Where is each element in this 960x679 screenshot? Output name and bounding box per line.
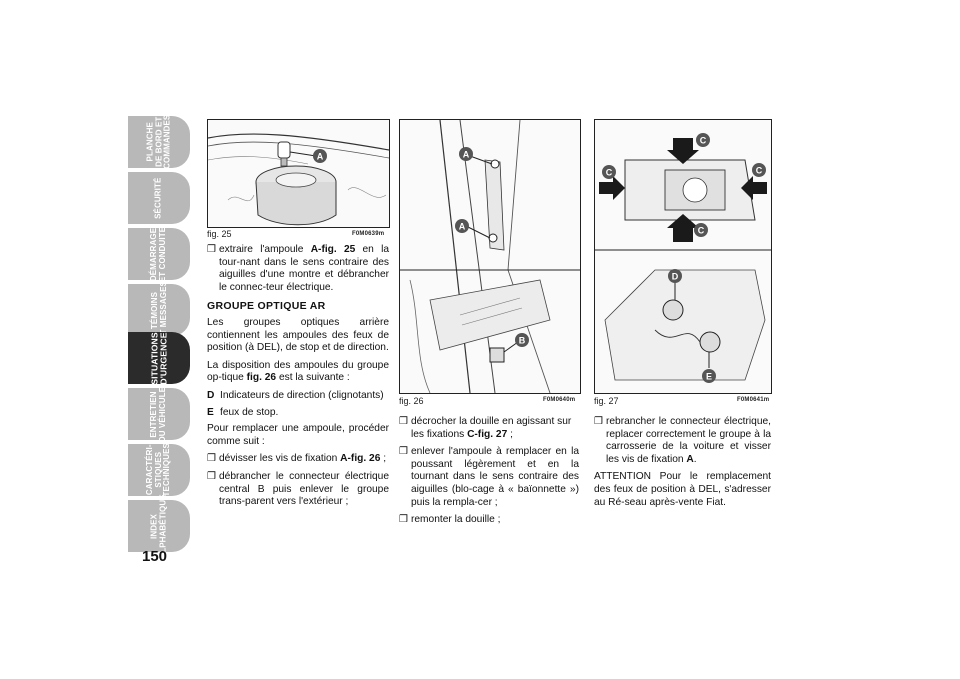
callout-c-top: C [700, 136, 707, 146]
instruction-step: ❒ remonter la douille ; [399, 514, 579, 527]
checkbox-bullet-icon: ❒ [207, 453, 216, 465]
tab-situations-urgence[interactable]: SITUATIONS D'URGENCE [128, 332, 190, 384]
legend-text: feux de stop. [220, 406, 279, 418]
legend-key: E [207, 406, 214, 418]
text-column-2: ❒ décrocher la douille en agissant sur l… [399, 416, 579, 532]
fig27-code: F0M0641m [737, 397, 770, 403]
callout-b: B [519, 336, 526, 346]
tab-index[interactable]: INDEX ALPHABÉTIQUE [128, 494, 190, 558]
figure-27: C C C C D E [594, 119, 772, 394]
legend-key: D [207, 389, 215, 401]
tab-securite[interactable]: SÉCURITÉ [128, 172, 190, 224]
figure-reference: C-fig. 27 [467, 428, 508, 440]
legend-item: D Indicateurs de direction (clignotants) [207, 390, 389, 403]
paragraph: La disposition des ampoules du groupe op… [207, 360, 389, 385]
figure-reference: A [686, 453, 694, 465]
tab-demarrage[interactable]: DÉMARRAGE ET CONDUITE [128, 226, 190, 282]
text-column-1: ❒ extraire l'ampoule A-fig. 25 en la tou… [207, 244, 389, 514]
checkbox-bullet-icon: ❒ [399, 416, 408, 427]
checkbox-bullet-icon: ❒ [207, 244, 216, 255]
legend-text: Indicateurs de direction (clignotants) [220, 389, 384, 401]
step-text: ; [380, 453, 387, 465]
instruction-step: ❒ rebrancher le connecteur électrique, r… [594, 416, 771, 466]
callout-a-lower: A [459, 222, 466, 232]
checkbox-bullet-icon: ❒ [399, 446, 408, 458]
callout-c-left: C [606, 168, 613, 178]
figure-reference: A-fig. 25 [310, 244, 356, 255]
fig26-caption: fig. 26 [399, 396, 424, 406]
tab-label: CARACTÉRI- STIQUES TECHNIQUES [145, 443, 172, 497]
fig27-illustration: C C C C D E [595, 133, 771, 383]
tab-label: SÉCURITÉ [153, 177, 163, 219]
step-text: décrocher la douille en agissant sur les… [411, 416, 572, 440]
tab-entretien[interactable]: ENTRETIEN DU VÉHICULE [128, 386, 190, 442]
checkbox-bullet-icon: ❒ [594, 416, 603, 427]
step-text: rebrancher le connecteur électrique, rep… [606, 416, 771, 465]
fig26-illustration: A A B [400, 120, 580, 393]
text-column-3: ❒ rebrancher le connecteur électrique, r… [594, 416, 771, 514]
step-text: en la tour-nant dans le sens contraire d… [219, 244, 389, 293]
paragraph: Pour remplacer une ampoule, procéder com… [207, 423, 389, 447]
figure-reference: fig. 26 [246, 372, 277, 384]
tab-label: SITUATIONS D'URGENCE [149, 331, 169, 385]
tab-label: PLANCHE DE BORD ET COMMANDES [145, 114, 172, 170]
callout-c-bottom: C [698, 226, 705, 236]
tab-temoins[interactable]: TÉMOINS ET MESSAGES [128, 281, 190, 339]
paragraph: Les groupes optiques arrière contiennent… [207, 316, 389, 354]
step-text: ; [507, 428, 513, 440]
figure-26: A A B [399, 119, 581, 394]
paragraph-text: est la suivante : [276, 372, 350, 384]
tab-caracteristiques[interactable]: CARACTÉRI- STIQUES TECHNIQUES [128, 443, 190, 497]
fig25-illustration: A [208, 133, 389, 226]
instruction-step: ❒ décrocher la douille en agissant sur l… [399, 416, 579, 441]
attention-note: ATTENTION Pour le remplacement des feux … [594, 471, 771, 508]
tab-label: ENTRETIEN DU VÉHICULE [149, 386, 167, 442]
paragraph-text: La disposition des ampoules du groupe op… [207, 359, 389, 384]
tab-planche-de-bord[interactable]: PLANCHE DE BORD ET COMMANDES [128, 114, 190, 170]
instruction-step: ❒ débrancher le connecteur électrique ce… [207, 471, 389, 509]
callout-e: E [706, 372, 712, 382]
fig27-caption: fig. 27 [594, 396, 619, 406]
checkbox-bullet-icon: ❒ [399, 514, 408, 526]
tab-label: TÉMOINS ET MESSAGES [149, 280, 167, 340]
step-text: . [693, 453, 697, 465]
figure-25: A [207, 119, 390, 228]
step-text: extraire l'ampoule [219, 244, 311, 255]
callout-a: A [317, 152, 324, 162]
fig25-code: F0M0639m [352, 231, 385, 237]
instruction-step: ❒ enlever l'ampoule à remplacer en la po… [399, 446, 579, 509]
instruction-step: ❒ dévisser les vis de fixation A-fig. 26… [207, 453, 389, 466]
step-text: dévisser les vis de fixation [219, 453, 341, 465]
tab-label: DÉMARRAGE ET CONDUITE [149, 226, 167, 282]
step-text: débrancher le connecteur électrique cent… [219, 470, 389, 508]
fig25-caption: fig. 25 [207, 229, 232, 239]
figure-reference: A-fig. 26 [340, 453, 381, 465]
fig26-code: F0M0640m [543, 397, 576, 403]
callout-a-upper: A [463, 150, 470, 160]
step-text: enlever l'ampoule à remplacer en la pous… [411, 446, 579, 508]
checkbox-bullet-icon: ❒ [207, 470, 216, 482]
section-heading: GROUPE OPTIQUE AR [207, 300, 326, 313]
page-number: 150 [142, 548, 168, 565]
callout-c-right: C [756, 166, 763, 176]
step-text: remonter la douille ; [411, 514, 501, 526]
instruction-step: ❒ extraire l'ampoule A-fig. 25 en la tou… [207, 244, 389, 294]
callout-d: D [672, 272, 679, 282]
